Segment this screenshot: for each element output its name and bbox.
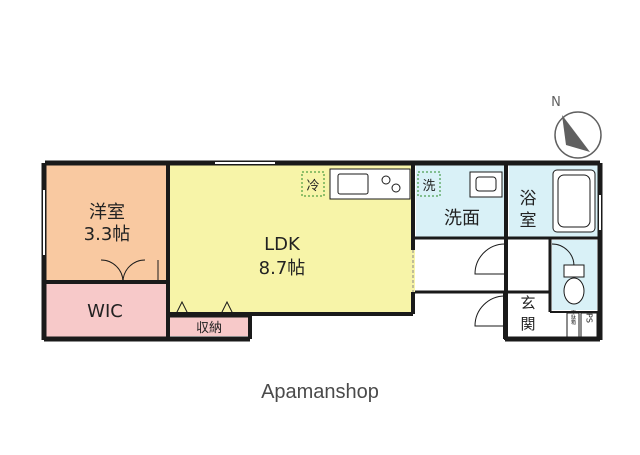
brand-watermark: Apamanshop: [261, 381, 379, 403]
ldk-size: 8.7帖: [259, 258, 306, 279]
washer-space: [417, 171, 441, 197]
windows: [43, 162, 601, 255]
stove-icon: [381, 175, 391, 185]
entrance-name-1: 玄: [520, 294, 535, 312]
toilet-icon: [563, 264, 585, 305]
north-compass-icon: N: [551, 95, 602, 159]
fridge-space: [301, 171, 325, 197]
ldk-name: LDK: [264, 234, 301, 255]
ps-label: PS: [585, 313, 594, 323]
door-swings: [100, 243, 575, 327]
bathtub-icon: [552, 169, 596, 233]
washer-label: 洗: [422, 179, 435, 194]
wash-basin-icon: [469, 171, 503, 198]
western-room-name: 洋室: [89, 202, 125, 223]
shoe-box-label: 下駄箱: [570, 310, 576, 326]
wic-area: [45, 283, 167, 338]
western-room-size: 3.3帖: [84, 224, 131, 245]
compass-north-label: N: [551, 95, 561, 110]
fridge-label: 冷: [306, 179, 319, 194]
washroom-name: 洗面: [444, 208, 480, 229]
bath-name-1: 浴: [520, 189, 537, 209]
wic-name: WIC: [87, 301, 123, 322]
storage-name: 収納: [196, 321, 222, 336]
ps-box: [580, 312, 598, 338]
bath-name-2: 室: [520, 211, 537, 231]
entrance-name-2: 関: [520, 315, 535, 333]
sink-icon: [337, 173, 369, 195]
shoe-box: [566, 312, 580, 338]
wic-folding-door: [175, 300, 234, 315]
kitchen-counter: [329, 168, 411, 200]
storage-area: [170, 316, 250, 336]
